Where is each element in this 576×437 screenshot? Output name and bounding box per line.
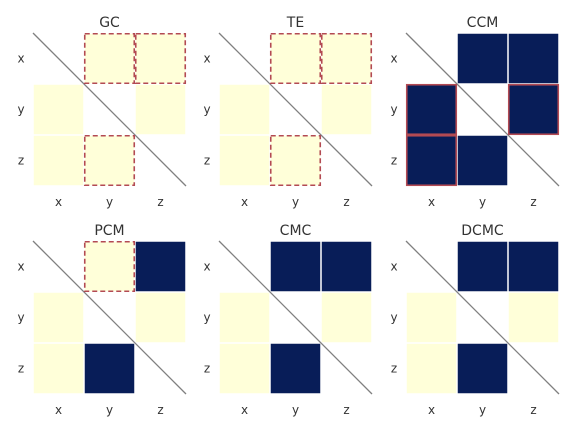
panel-pcm-ytick-z: z [18,362,24,376]
panel-ccm-cell-z-x [406,135,457,186]
panel-te-title: TE [286,15,304,31]
panel-te-cell-x-y [270,33,321,84]
panel-te-highlight-z-y [269,134,322,187]
panel-dcmc-cell-y-x [406,292,457,343]
panel-cmc-cell-y-z [321,292,372,343]
panel-te-cell-y-x [219,84,270,135]
panel-ccm-xtick-y: y [479,195,486,209]
panel-te-ytick-z: z [204,154,210,168]
panel-gc-xtick-z: z [157,195,163,209]
panel-dcmc-xtick-z: z [530,403,536,417]
panel-dcmc-ytick-x: x [390,260,397,274]
panel-te-xtick-x: x [241,195,248,209]
panel-te-ytick-y: y [203,103,210,117]
panel-dcmc-cell-x-y [457,241,508,292]
panel-dcmc-cell-y-z [508,292,559,343]
panel-pcm-cell-x-z [135,241,186,292]
panel-gc-cell-z-y [84,135,135,186]
panel-dcmc-xtick-y: y [479,403,486,417]
panel-cmc-ytick-x: x [203,260,210,274]
panel-te-xtick-z: z [343,195,349,209]
panel-gc-cell-x-z [135,33,186,84]
panel-dcmc-title: DCMC [461,223,504,239]
panel-gc-cell-y-z [135,84,186,135]
panel-gc-highlight-x-z [134,32,187,85]
panel-te-highlight-x-z [320,32,373,85]
panel-gc-cell-y-x [33,84,84,135]
panel-pcm-xtick-x: x [55,403,62,417]
panel-dcmc-ytick-y: y [390,311,397,325]
panel-gc-cell-z-x [33,135,84,186]
panel-cmc-cell-z-y [270,343,321,394]
panel-pcm-title: PCM [94,223,124,239]
panel-cmc-ytick-z: z [204,362,210,376]
panel-cmc-xtick-x: x [241,403,248,417]
panel-pcm-cell-y-x [33,292,84,343]
panel-pcm-diagonal-line [32,240,187,395]
panel-cmc-title: CMC [280,223,312,239]
panel-gc-highlight-x-y [83,32,136,85]
panel-ccm-highlight-y-x [405,83,458,136]
panel-te-xtick-y: y [292,195,299,209]
panel-pcm-cell-x-y [84,241,135,292]
panel-ccm-xtick-z: z [530,195,536,209]
panel-pcm-highlight-x-y [83,240,136,293]
panel-ccm-cell-y-z [508,84,559,135]
panel-te-cell-x-z [321,33,372,84]
panel-ccm-xtick-x: x [428,195,435,209]
panel-dcmc-cell-z-y [457,343,508,394]
panel-cmc-cell-x-y [270,241,321,292]
panel-ccm-ytick-x: x [390,52,397,66]
panel-ccm-highlight-z-x [405,134,458,187]
panel-ccm-cell-x-z [508,33,559,84]
panel-ccm-title: CCM [467,15,499,31]
panel-dcmc-xtick-x: x [428,403,435,417]
panel-cmc-ytick-y: y [203,311,210,325]
panel-gc-xtick-y: y [106,195,113,209]
panel-gc-ytick-z: z [18,154,24,168]
panel-te-cell-z-y [270,135,321,186]
panel-te-diagonal-line [218,32,373,187]
panel-gc-title: GC [99,15,120,31]
panel-ccm-cell-x-y [457,33,508,84]
panel-ccm-cell-y-x [406,84,457,135]
panel-pcm-cell-z-x [33,343,84,394]
panel-te-ytick-x: x [203,52,210,66]
panel-dcmc-cell-x-z [508,241,559,292]
panel-pcm-ytick-x: x [17,260,24,274]
panel-te-highlight-x-y [269,32,322,85]
panel-ccm-ytick-y: y [390,103,397,117]
panel-cmc-cell-x-z [321,241,372,292]
panel-pcm-xtick-z: z [157,403,163,417]
panel-gc-diagonal-line [32,32,187,187]
panel-gc-highlight-z-y [83,134,136,187]
panel-gc-ytick-y: y [17,103,24,117]
panel-ccm-diagonal-line [405,32,560,187]
panel-cmc-xtick-y: y [292,403,299,417]
panel-dcmc-cell-z-x [406,343,457,394]
panel-gc-cell-x-y [84,33,135,84]
panel-gc-xtick-x: x [55,195,62,209]
panel-cmc-cell-y-x [219,292,270,343]
panel-gc-ytick-x: x [17,52,24,66]
panel-pcm-cell-z-y [84,343,135,394]
panel-pcm-xtick-y: y [106,403,113,417]
panel-ccm-ytick-z: z [391,154,397,168]
panel-te-cell-y-z [321,84,372,135]
panel-ccm-highlight-y-z [507,83,560,136]
panel-ccm-cell-z-y [457,135,508,186]
panel-cmc-diagonal-line [218,240,373,395]
panel-pcm-ytick-y: y [17,311,24,325]
panel-te-cell-z-x [219,135,270,186]
panel-dcmc-ytick-z: z [391,362,397,376]
panel-cmc-xtick-z: z [343,403,349,417]
panel-cmc-cell-z-x [219,343,270,394]
panel-pcm-cell-y-z [135,292,186,343]
panel-dcmc-diagonal-line [405,240,560,395]
